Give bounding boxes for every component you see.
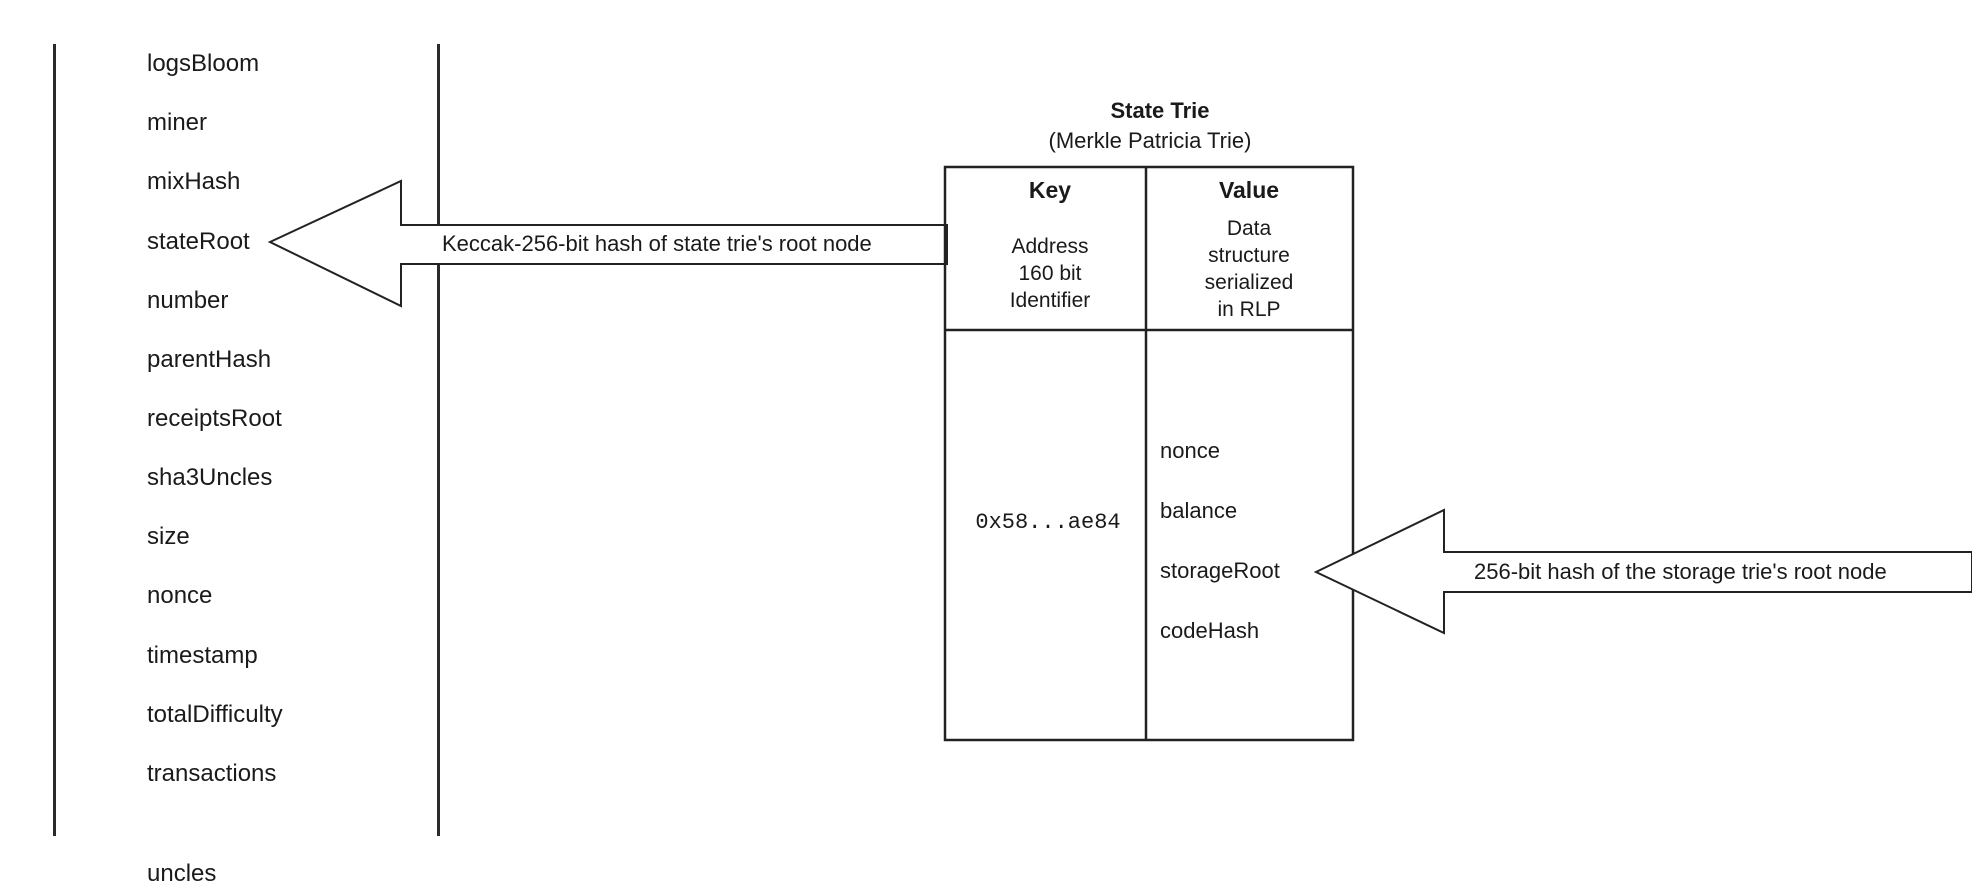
key-description-line: 160 bit (1018, 262, 1081, 285)
header-field: sha3Uncles (147, 464, 273, 491)
account-field-storage-root: storageRoot (1160, 558, 1280, 583)
state-trie-diagram: logsBloom miner mixHash stateRoot number… (53, 44, 1972, 887)
storage-root-arrow (1313, 508, 1972, 635)
storage-root-arrow-label: 256-bit hash of the storage trie's root … (1474, 559, 1887, 584)
header-field: number (147, 287, 229, 314)
header-field: transactions (147, 760, 277, 787)
account-field: balance (1160, 498, 1237, 523)
header-field: mixHash (147, 168, 241, 195)
header-field: logsBloom (147, 50, 260, 77)
header-field: miner (147, 109, 208, 136)
header-field: timestamp (147, 642, 258, 669)
value-description-line: in RLP (1217, 298, 1280, 321)
state-root-arrow (267, 179, 948, 308)
header-field: totalDifficulty (147, 701, 283, 728)
value-column-header: Value (1219, 177, 1279, 203)
account-field: nonce (1160, 438, 1220, 463)
key-column-header: Key (1029, 177, 1071, 203)
key-description-line: Address (1011, 235, 1088, 258)
value-description-line: serialized (1205, 271, 1294, 294)
header-field: uncles (147, 860, 217, 887)
value-description-line: Data (1227, 217, 1272, 240)
state-root-arrow-label: Keccak-256-bit hash of state trie's root… (442, 231, 872, 256)
state-trie-subtitle: (Merkle Patricia Trie) (1049, 128, 1252, 153)
account-field: codeHash (1160, 618, 1259, 643)
state-trie-table (943, 165, 1355, 742)
header-field: parentHash (147, 346, 272, 373)
header-field: receiptsRoot (147, 405, 282, 432)
diagram-svg: Keccak-256-bit hash of state trie's root… (267, 98, 1972, 742)
value-description-line: structure (1208, 244, 1290, 267)
left-border-line (53, 44, 56, 836)
header-field-state-root: stateRoot (147, 228, 250, 255)
header-field: size (147, 523, 190, 550)
header-field: nonce (147, 582, 213, 609)
state-trie-title: State Trie (1110, 98, 1209, 123)
header-column-divider (437, 44, 440, 836)
key-description-line: Identifier (1010, 289, 1091, 312)
address-key-value: 0x58...ae84 (975, 510, 1120, 535)
